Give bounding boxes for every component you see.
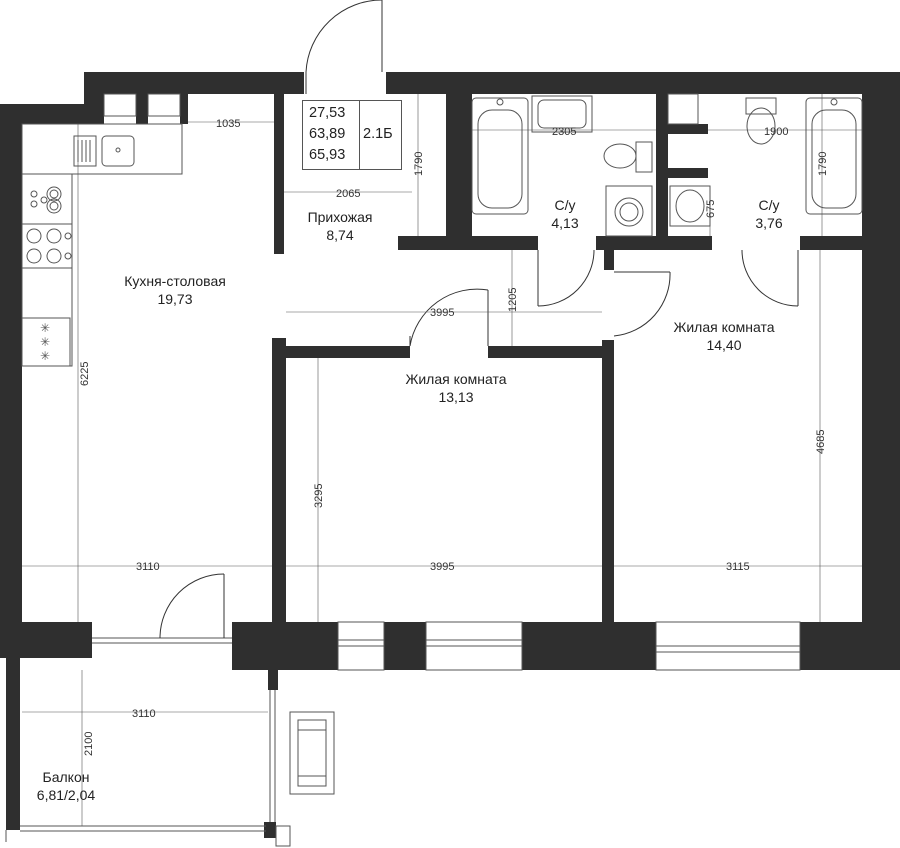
room-kitchen-name: Кухня-столовая bbox=[124, 273, 226, 289]
room-living1-area: 13,13 bbox=[438, 389, 474, 405]
dim-1900: 1900 bbox=[764, 126, 788, 138]
dim-6225: 6225 bbox=[79, 362, 91, 386]
room-living2-area: 14,40 bbox=[706, 337, 742, 353]
dim-3110-balcony: 3110 bbox=[132, 708, 156, 720]
room-kitchen: Кухня-столовая 19,73 bbox=[100, 272, 250, 308]
svg-text:✳: ✳ bbox=[40, 349, 50, 363]
dim-1790a: 1790 bbox=[413, 152, 425, 176]
dim-2100: 2100 bbox=[83, 732, 95, 756]
room-hall-name: Прихожая bbox=[307, 209, 373, 225]
apartment-type: 2.1Б bbox=[363, 126, 393, 142]
area-total-no-balcony: 63,89 bbox=[309, 126, 346, 142]
dim-3110: 3110 bbox=[136, 561, 160, 573]
dim-3995: 3995 bbox=[430, 561, 454, 573]
dim-1790b: 1790 bbox=[817, 152, 829, 176]
dim-2305: 2305 bbox=[552, 126, 576, 138]
area-total: 65,93 bbox=[309, 147, 346, 163]
windows bbox=[5, 621, 801, 847]
walls bbox=[0, 72, 900, 838]
dim-3995-top: 3995 bbox=[430, 307, 454, 319]
room-hall-area: 8,74 bbox=[326, 227, 354, 243]
doors bbox=[159, 0, 799, 639]
room-bath2-area: 3,76 bbox=[755, 215, 783, 231]
room-hall: Прихожая 8,74 bbox=[290, 208, 390, 244]
fixtures: ✳ ✳ ✳ bbox=[21, 93, 863, 795]
room-kitchen-area: 19,73 bbox=[157, 291, 193, 307]
svg-text:✳: ✳ bbox=[40, 335, 50, 349]
dim-1205: 1205 bbox=[507, 288, 519, 312]
area-summary: 27,53 63,89 65,93 2.1Б bbox=[302, 100, 402, 170]
dim-2065: 2065 bbox=[336, 188, 360, 200]
room-balcony-area: 6,81/2,04 bbox=[36, 787, 96, 803]
room-bath2: С/у 3,76 bbox=[744, 196, 794, 232]
svg-text:✳: ✳ bbox=[40, 321, 50, 335]
dim-3115: 3115 bbox=[726, 561, 750, 573]
dim-3295: 3295 bbox=[313, 484, 325, 508]
dim-4685: 4685 bbox=[815, 430, 827, 454]
dim-1035: 1035 bbox=[216, 118, 240, 130]
area-living: 27,53 bbox=[309, 105, 346, 121]
room-living2: Жилая комната 14,40 bbox=[654, 318, 794, 354]
dimension-texts: 1035 2065 1790 2305 1900 1790 675 1205 3… bbox=[79, 118, 829, 756]
room-living2-name: Жилая комната bbox=[673, 319, 775, 335]
room-balcony-name: Балкон bbox=[42, 769, 90, 785]
room-living1: Жилая комната 13,13 bbox=[386, 370, 526, 406]
dimension-lines bbox=[22, 94, 862, 826]
room-living1-name: Жилая комната bbox=[405, 371, 507, 387]
room-bath2-name: С/у bbox=[758, 197, 780, 213]
room-bath1: С/у 4,13 bbox=[540, 196, 590, 232]
room-balcony: Балкон 6,81/2,04 bbox=[16, 768, 116, 804]
dim-675: 675 bbox=[705, 200, 717, 218]
room-bath1-area: 4,13 bbox=[551, 215, 579, 231]
room-bath1-name: С/у bbox=[554, 197, 576, 213]
